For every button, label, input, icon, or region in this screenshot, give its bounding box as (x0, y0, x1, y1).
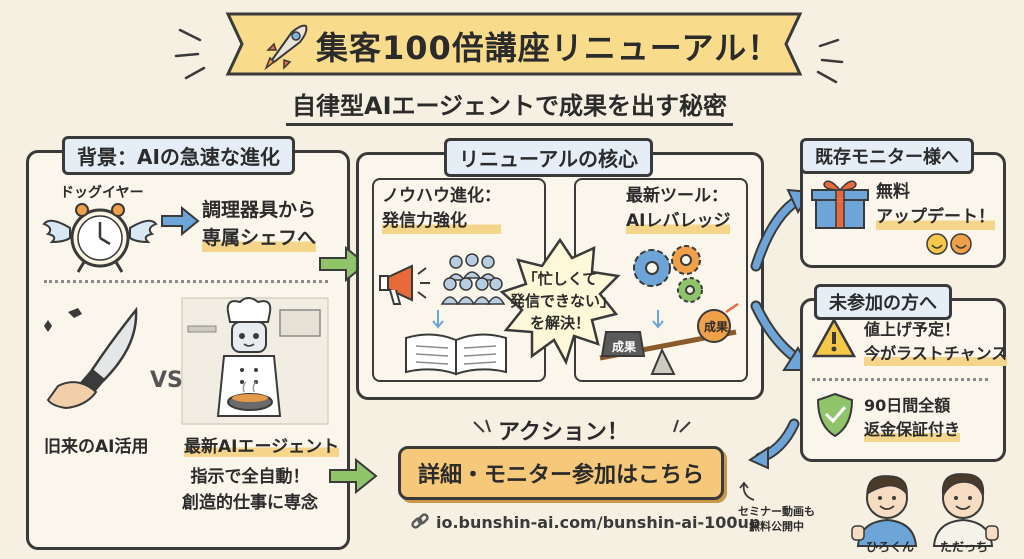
tool-text: 最新ツール： AIレバレッジ (626, 184, 731, 234)
price-line-2: 今がラストチャンス (864, 342, 1008, 366)
gears-icon (633, 245, 703, 303)
note-line-1: セミナー動画も (738, 505, 815, 518)
note-text: セミナー動画も 無料公開中 (738, 504, 815, 534)
page-title: 集客100倍講座リニューアル！ (316, 29, 781, 67)
curved-arrow-icon (747, 418, 800, 470)
burst-shape (499, 237, 621, 366)
down-arrow-icon (652, 310, 664, 329)
spark-icon (473, 419, 691, 433)
arrow-right-icon (161, 205, 200, 237)
burst-text: 「忙しくて 発信できない」 を解決！ (510, 268, 616, 334)
tool-line-1: 最新ツール： (626, 186, 728, 206)
lever-icon (599, 302, 739, 375)
guarantee-line-1: 90日間全額 (864, 396, 951, 415)
robot-chef-icon (181, 297, 329, 425)
page-subtitle: 自律型AIエージェントで成果を出す秘密 (286, 86, 734, 126)
note-line-2: 無料公開中 (749, 520, 804, 533)
cook-line-2: 専属シェフへ (202, 224, 317, 252)
existing-line-2: アップデート！ (876, 205, 995, 230)
flying-clock-icon (42, 203, 158, 273)
auto-line-2: 創造的仕事に専念 (182, 493, 318, 513)
divider (812, 378, 988, 381)
green-arrow-icon (329, 457, 378, 495)
smile-icon (926, 233, 972, 255)
existing-text: 無料 アップデート！ (876, 180, 995, 230)
title-banner (174, 12, 844, 84)
megaphone-icon (379, 264, 430, 305)
rocket-icon (264, 24, 308, 71)
small-arrow-icon (739, 481, 755, 501)
warning-icon (811, 317, 857, 358)
price-text: 値上げ予定！ 今がラストチャンス (864, 318, 1008, 366)
person-right-name: ただっち (940, 540, 989, 554)
divider (44, 280, 328, 283)
burst-line-1: 「忙しくて (522, 270, 598, 288)
knowhow-line-2: 発信力強化 (382, 209, 501, 234)
lever-right-label: 成果 (704, 320, 729, 334)
auto-text: 指示で全自動！ 創造的仕事に専念 (182, 464, 318, 516)
background-heading: 背景：AIの急速な進化 (62, 136, 295, 175)
knife-icon (44, 306, 138, 410)
cook-line-1: 調理器具から (202, 199, 317, 221)
link-icon (411, 513, 429, 529)
knowhow-line-1: ノウハウ進化： (382, 186, 501, 206)
new-ai-label: 最新AIエージェント (184, 432, 340, 457)
core-heading: リニューアルの核心 (444, 138, 653, 177)
cook-text: 調理器具から 専属シェフへ (202, 196, 317, 252)
burst-line-3: を解決！ (529, 314, 590, 332)
guarantee-text: 90日間全額 返金保証付き (864, 394, 961, 442)
action-heading: アクション！ (498, 420, 629, 445)
existing-heading: 既存モニター様へ (800, 138, 974, 174)
action-button-label: 詳細・モニター参加はこちら (417, 463, 704, 488)
subtitle-text: 自律型AIエージェントで成果を出す秘密 (292, 92, 728, 120)
avatar-icon (932, 473, 999, 547)
down-arrow-icon (432, 310, 444, 329)
tool-line-2: AIレバレッジ (626, 209, 731, 234)
burst-line-2: 発信できない」 (510, 292, 616, 310)
gift-icon (811, 180, 869, 229)
new-heading: 未参加の方へ (814, 284, 952, 320)
book-icon (405, 333, 507, 376)
audience-icon (440, 253, 506, 305)
action-url: io.bunshin-ai.com/bunshin-ai-100up (436, 512, 761, 532)
lever-left-label: 成果 (612, 340, 637, 354)
shield-icon (816, 392, 854, 438)
dog-year-label: ドッグイヤー (60, 185, 144, 201)
action-button[interactable]: 詳細・モニター参加はこちら (398, 446, 724, 500)
guarantee-line-2: 返金保証付き (864, 418, 961, 442)
old-ai-label: 旧来のAI活用 (44, 437, 149, 457)
price-line-1: 値上げ予定！ (864, 320, 961, 339)
auto-line-1: 指示で全自動！ (190, 467, 310, 487)
action-link[interactable]: io.bunshin-ai.com/bunshin-ai-100up (410, 512, 760, 532)
vs-label: VS (150, 368, 183, 393)
person-left-name: ひろくん (866, 540, 915, 554)
knowhow-text: ノウハウ進化： 発信力強化 (382, 184, 501, 234)
existing-line-1: 無料 (876, 182, 910, 202)
avatar-icon (851, 475, 918, 547)
